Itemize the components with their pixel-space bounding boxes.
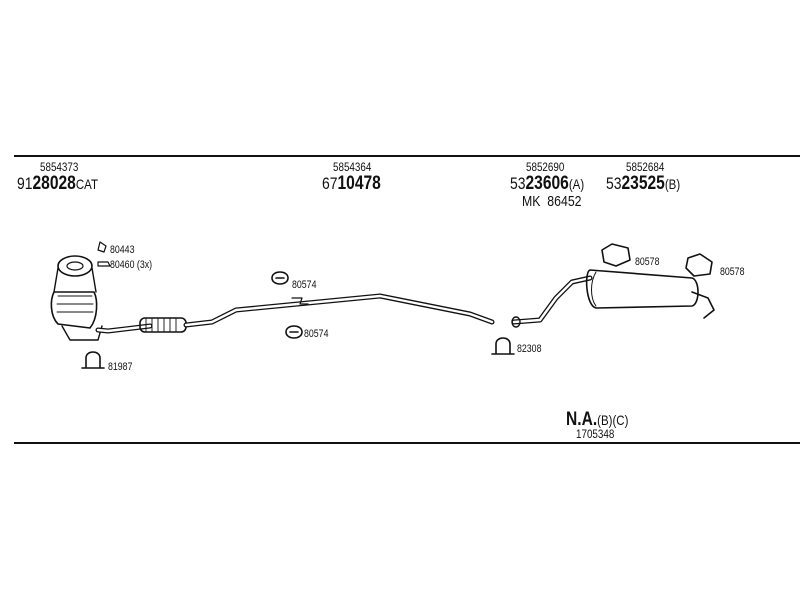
group-1-part-number: 9128028CAT	[17, 173, 98, 194]
clamp-82308-icon	[491, 337, 515, 355]
top-rule	[14, 155, 800, 157]
rubber-mount-80574a-icon	[271, 271, 289, 285]
note-ref: 1705348	[576, 427, 615, 441]
not-available-note: N.A.(B)(C)	[566, 409, 629, 430]
callout-80443: 80443	[110, 244, 135, 256]
group-3-ref: 5852690	[526, 160, 565, 174]
rear-pipe	[511, 275, 593, 325]
callout-80574-lower: 80574	[304, 328, 329, 340]
group-4-part-number: 5323525(B)	[606, 173, 681, 194]
group-2-ref: 5854364	[333, 160, 372, 174]
callout-81987: 81987	[108, 361, 133, 373]
group-4-ref: 5852684	[626, 160, 665, 174]
hanger-icon	[291, 297, 309, 305]
callout-80460: 80460 (3x)	[110, 259, 153, 271]
bolt-80460-icon	[97, 261, 111, 267]
catalytic-converter-icon	[50, 255, 103, 341]
bracket-80443-icon	[97, 241, 107, 253]
group-2-part-number: 6710478	[322, 173, 381, 194]
group-1-ref: 5854373	[40, 160, 79, 174]
callout-80578-left: 80578	[635, 256, 660, 268]
mk-kit-number: MK 86452	[522, 193, 582, 210]
mount-80578a-icon	[601, 243, 631, 267]
rubber-mount-80574b-icon	[285, 325, 303, 339]
callout-80574-upper: 80574	[292, 279, 317, 291]
group-3-part-number: 5323606(A)	[510, 173, 585, 194]
mount-80578b-icon	[685, 253, 713, 277]
clamp-81987-icon	[81, 351, 105, 369]
callout-80578-right: 80578	[720, 266, 745, 278]
bottom-rule	[14, 442, 800, 444]
rear-silencer-icon	[585, 269, 715, 319]
callout-82308: 82308	[517, 343, 542, 355]
